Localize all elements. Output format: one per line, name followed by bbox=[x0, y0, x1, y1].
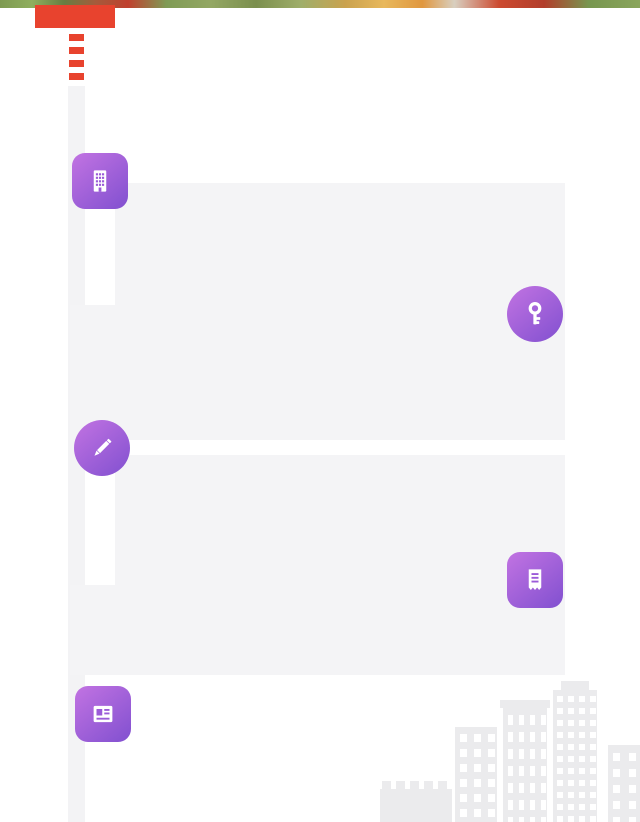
id-card-icon bbox=[93, 705, 113, 723]
content-panel-2 bbox=[115, 455, 565, 675]
content-panel-1 bbox=[115, 183, 565, 440]
key-icon bbox=[528, 302, 542, 325]
timeline-step-building bbox=[72, 153, 128, 209]
content-panel-2-left-extension bbox=[70, 585, 116, 675]
building-icon bbox=[93, 170, 107, 192]
city-skyline-illustration bbox=[380, 680, 640, 822]
receipt-icon bbox=[528, 569, 542, 590]
timeline-step-receipt bbox=[507, 552, 563, 608]
pencil-icon bbox=[94, 438, 112, 456]
timeline-step-key bbox=[507, 286, 563, 342]
timeline-dash bbox=[69, 47, 84, 54]
timeline-step-pencil bbox=[74, 420, 130, 476]
timeline-dash bbox=[69, 73, 84, 80]
timeline-step-id-card bbox=[75, 686, 131, 742]
skyline-wall-battlements bbox=[380, 781, 452, 789]
skyline-building-cap bbox=[561, 681, 589, 690]
skyline-building bbox=[608, 745, 640, 822]
timeline-dash bbox=[69, 60, 84, 67]
header-photo-banner bbox=[0, 0, 640, 8]
timeline-dash bbox=[69, 34, 84, 41]
skyline-building-ledge bbox=[500, 700, 550, 708]
skyline-building bbox=[503, 708, 547, 822]
skyline-building-tall bbox=[553, 690, 597, 822]
skyline-wall bbox=[380, 789, 452, 822]
header-red-tab bbox=[35, 5, 115, 28]
content-panel-1-left-extension bbox=[70, 305, 116, 440]
skyline-building bbox=[455, 727, 497, 822]
